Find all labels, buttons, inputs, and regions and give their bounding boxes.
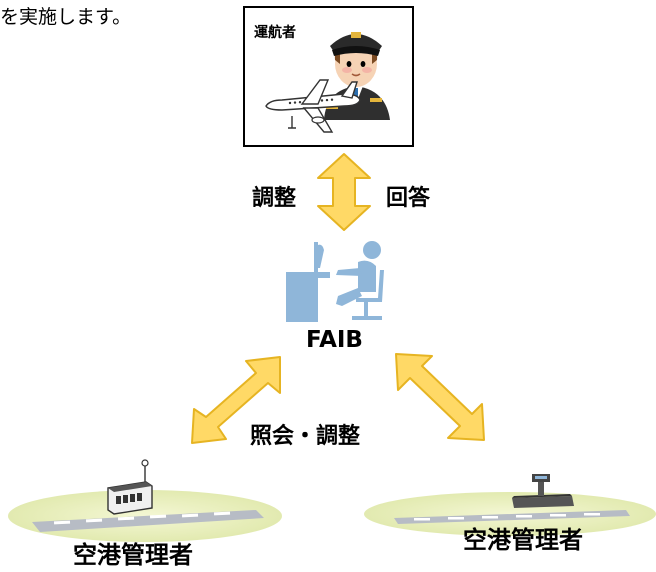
airplane-icon (265, 79, 361, 133)
intro-text: を実施します。 (0, 6, 132, 28)
airport-manager-label-right: 空港管理者 (463, 526, 583, 554)
airport-manager-label-left: 空港管理者 (73, 541, 193, 569)
operator-label: 運航者 (254, 25, 296, 41)
operator-box (243, 6, 414, 147)
right-inquiry-arrow (395, 353, 485, 441)
left-airport-icon (8, 459, 282, 542)
answer-label: 回答 (386, 186, 431, 211)
faib-label: FAIB (306, 327, 363, 353)
left-inquiry-arrow (191, 356, 281, 444)
faib-worker-icon (286, 241, 384, 322)
inquiry-adjust-label: 照会・調整 (250, 424, 361, 449)
adjust-label: 調整 (252, 186, 297, 211)
right-airport-icon (364, 474, 656, 536)
adjust-answer-arrow (317, 153, 371, 231)
